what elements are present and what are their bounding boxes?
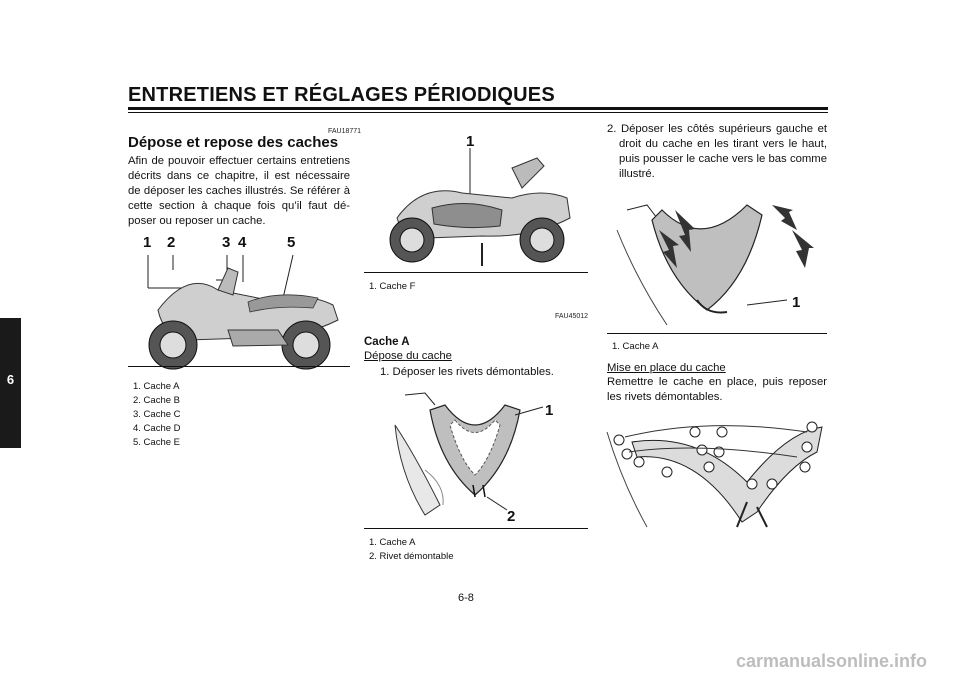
callout-2: 2 bbox=[167, 234, 176, 251]
caption-cache-a-2: 1. Cache A bbox=[369, 537, 416, 548]
intro-paragraph: Afin de pouvoir effectuer certains entre… bbox=[128, 155, 350, 227]
fig1-caption: 1. Cache F bbox=[369, 281, 416, 292]
fig2-callout-2: 2 bbox=[507, 508, 516, 525]
chapter-tab-number: 6 bbox=[6, 372, 15, 387]
header-rule-thin bbox=[128, 112, 828, 113]
callout-5: 5 bbox=[287, 234, 296, 251]
middle-section-code: FAU45012 bbox=[555, 313, 589, 320]
scooter-side-illustration bbox=[147, 254, 339, 370]
left-figure-captions: 1. Cache A 2. Cache B 3. Cache C 4. Cach… bbox=[133, 380, 181, 450]
cache-a-heading: Cache A bbox=[364, 336, 410, 348]
callout-3: 3 bbox=[222, 234, 231, 251]
mise-en-place-subheading: Mise en place du cache bbox=[607, 362, 726, 374]
caption-cache-b: 2. Cache B bbox=[133, 395, 180, 406]
cover-installation-illustration bbox=[606, 421, 823, 528]
chapter-tab bbox=[0, 318, 21, 448]
watermark: carmanualsonline.info bbox=[736, 651, 928, 671]
fig1-callout-1: 1 bbox=[466, 133, 475, 150]
page-number: 6-8 bbox=[458, 592, 474, 604]
fig2-captions: 1. Cache A 2. Rivet démontable bbox=[369, 536, 454, 564]
header-rule bbox=[128, 107, 828, 110]
callout-4: 4 bbox=[238, 234, 247, 251]
fig3-caption: 1. Cache A bbox=[612, 341, 659, 352]
fig2-callout-1: 1 bbox=[545, 402, 554, 419]
section-code: FAU18771 bbox=[328, 128, 362, 135]
depose-subheading: Dépose du cache bbox=[364, 350, 452, 362]
left-figure-divider bbox=[128, 366, 350, 367]
caption-cache-e: 5. Cache E bbox=[133, 437, 180, 448]
caption-cache-d: 4. Cache D bbox=[133, 423, 181, 434]
caption-rivet: 2. Rivet démontable bbox=[369, 551, 454, 562]
front-cover-illustration bbox=[394, 392, 544, 516]
fig3-callout-1: 1 bbox=[792, 294, 801, 311]
fig2-divider bbox=[364, 528, 588, 529]
reinstall-paragraph: Remettre le cache en place, puis reposer… bbox=[607, 376, 827, 403]
step-1: 1. Déposer les rivets démontables. bbox=[380, 366, 554, 378]
caption-cache-a: 1. Cache A bbox=[133, 381, 180, 392]
page-header-title: ENTRETIENS ET RÉGLAGES PÉRIODIQUES bbox=[128, 84, 555, 106]
section-heading: Dépose et repose des caches bbox=[128, 134, 339, 151]
scooter-cache-f-illustration bbox=[389, 148, 571, 266]
step-2: 2. Déposer les côtés supérieurs gauche e… bbox=[607, 123, 827, 180]
fig1-divider bbox=[364, 272, 588, 273]
cover-removal-illustration bbox=[616, 204, 814, 326]
callout-1: 1 bbox=[143, 234, 152, 251]
caption-cache-c: 3. Cache C bbox=[133, 409, 181, 420]
fig3-divider bbox=[607, 333, 827, 334]
